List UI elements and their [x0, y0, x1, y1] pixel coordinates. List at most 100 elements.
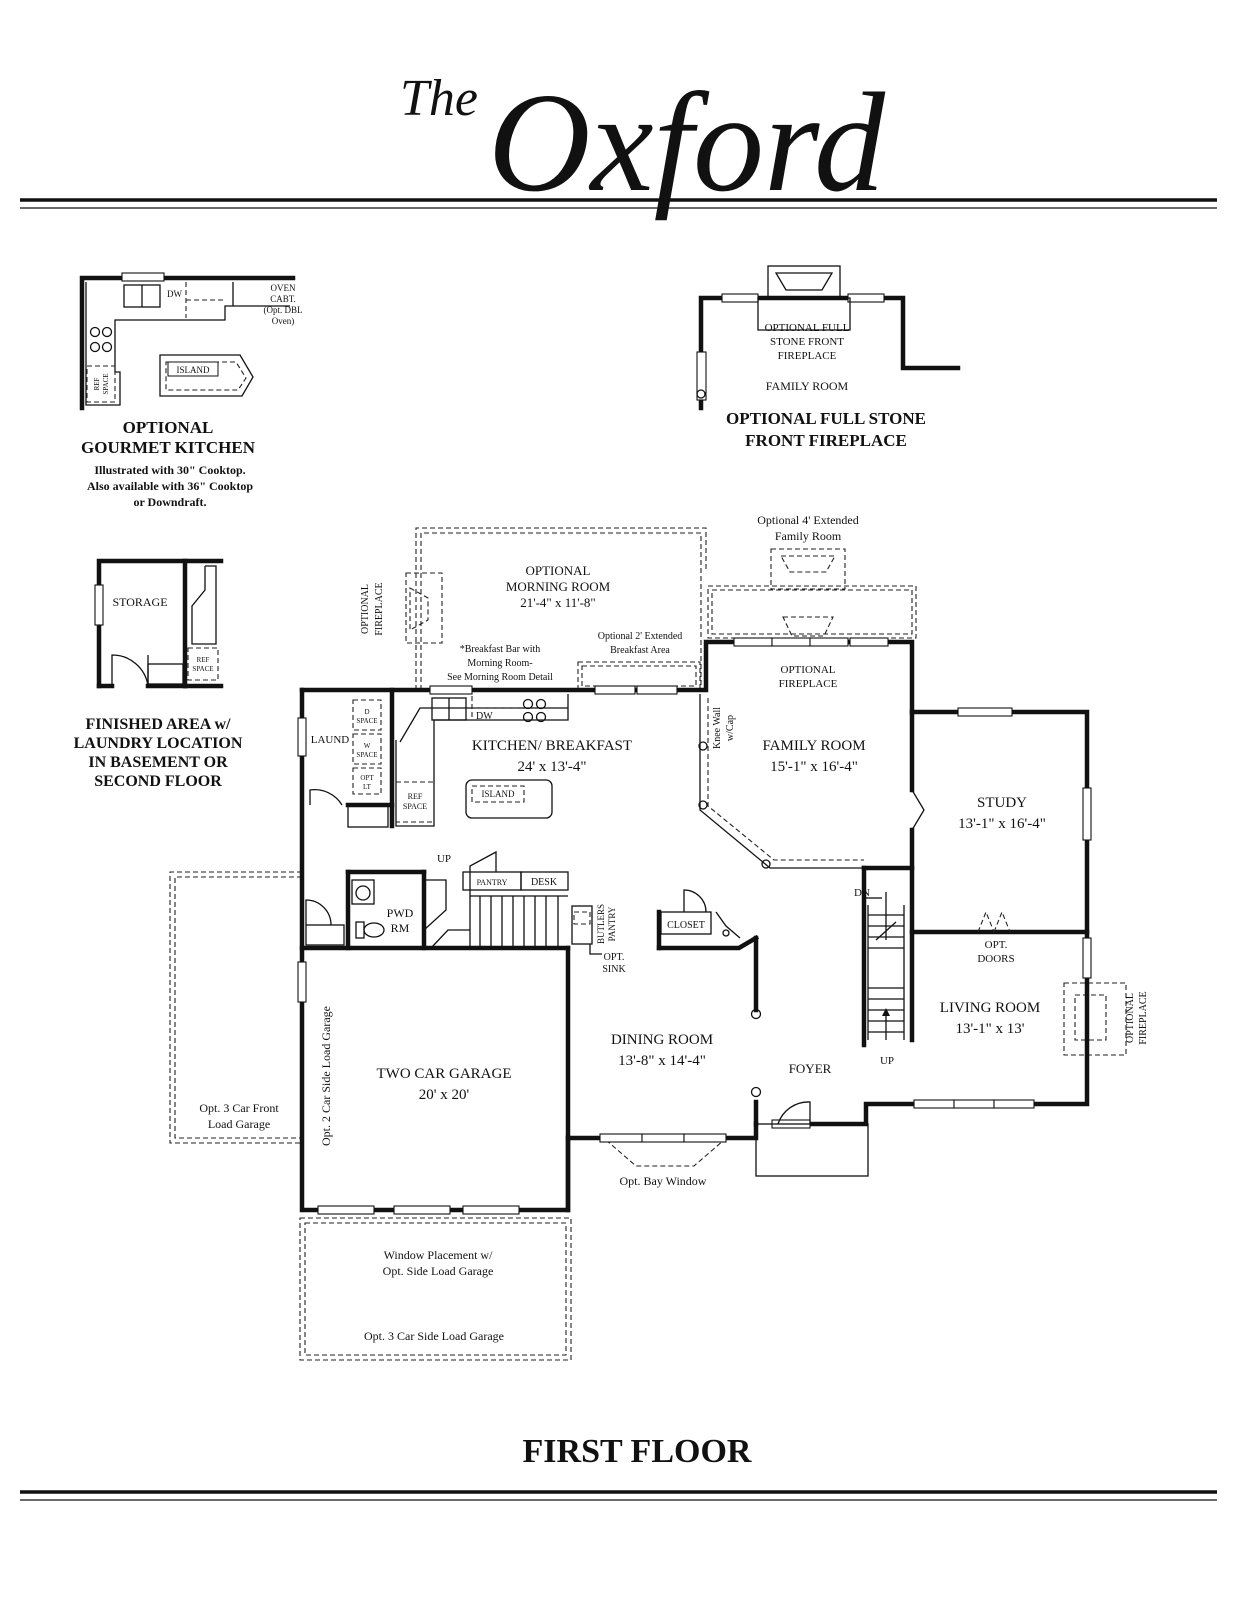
gk-caption-1: OPTIONAL — [123, 418, 214, 437]
opt-fireplace-morning-1: OPTIONAL — [360, 584, 371, 634]
opt3-side-garage: Opt. 3 Car Side Load Garage — [364, 1329, 504, 1343]
kitchen-island — [465, 779, 553, 819]
opt3-side-garage-outline — [299, 1217, 572, 1361]
d-space-2: SPACE — [356, 717, 377, 725]
header: The Oxford — [20, 63, 1217, 221]
opt-fireplace-living-2: FIREPLACE — [1138, 991, 1149, 1044]
opt3-front-2: Load Garage — [208, 1117, 270, 1131]
window-placement-1: Window Placement w/ — [384, 1248, 493, 1262]
opt-fireplace-living-1: OPTIONAL — [1125, 993, 1136, 1043]
gk-oven-1: OVEN — [271, 283, 296, 293]
sf-caption-1: OPTIONAL FULL STONE — [726, 409, 926, 428]
bl-caption-1: FINISHED AREA w/ — [86, 716, 231, 733]
garage-name: TWO CAR GARAGE — [377, 1066, 512, 1082]
kitchen-fixtures: DW REF SPACE ISLAND D SPACE W SPACE OPT … — [309, 694, 569, 828]
pantry-label: PANTRY — [477, 878, 508, 887]
optional-dashed-areas — [169, 527, 1127, 1361]
sf-room: FAMILY ROOM — [766, 379, 849, 393]
closet-label: CLOSET — [667, 920, 705, 931]
ext-breakfast-1: Optional 2' Extended — [598, 631, 683, 642]
morning-room-1: OPTIONAL — [526, 563, 591, 578]
breakfast-bar-3: See Morning Room Detail — [447, 672, 553, 683]
basement-laundry-inset: REF SPACE STORAGE FINISHED AREA w/ LAUND… — [74, 558, 243, 790]
knee-wall-2: w/Cap — [725, 715, 736, 741]
gk-note-1: Illustrated with 30" Cooktop. — [94, 463, 245, 477]
d-space-1: D — [364, 708, 369, 716]
bl-caption-3: IN BASEMENT OR — [88, 754, 228, 771]
living-fireplace-outline — [1063, 982, 1127, 1056]
desk-box — [520, 871, 569, 891]
kitchen-ref-2: SPACE — [403, 802, 427, 811]
morning-room-outline — [415, 527, 707, 690]
bl-caption-4: SECOND FLOOR — [94, 773, 222, 790]
sf-side-window — [696, 351, 707, 401]
gk-oven-4: Oven) — [272, 316, 295, 326]
opt-sink-1: OPT. — [604, 952, 625, 963]
w-space-1: W — [364, 742, 371, 750]
living-room-dims: 13'-1" x 13' — [955, 1021, 1024, 1037]
front-door — [777, 1101, 811, 1125]
cooktop-icon — [522, 698, 534, 710]
bay-window-outline — [605, 1139, 725, 1167]
pwd-sink — [351, 879, 375, 905]
ext-family-outline — [707, 585, 917, 639]
sf-label-1: OPTIONAL FULL — [765, 322, 850, 334]
gk-oven-3: (Opt. DBL — [264, 305, 303, 315]
morning-fireplace-outline — [405, 572, 443, 644]
bl-storage: STORAGE — [112, 595, 167, 609]
window-placement-2: Opt. Side Load Garage — [383, 1264, 494, 1278]
sf-label-3: FIREPLACE — [778, 350, 837, 362]
footer-title: FIRST FLOOR — [523, 1433, 752, 1470]
washer-space — [352, 733, 382, 765]
dining-room-name: DINING ROOM — [611, 1032, 713, 1048]
dining-room-dims: 13'-8" x 14'-4" — [618, 1053, 706, 1069]
opt-lt-2: LT — [363, 783, 372, 791]
opt-sink-2: SINK — [602, 964, 626, 975]
w-space-2: SPACE — [356, 751, 377, 759]
study-double-door — [911, 789, 925, 831]
gk-ref-line2: SPACE — [102, 373, 110, 394]
butlers-pantry-1: BUTLERS — [596, 904, 606, 944]
opt3-front-1: Opt. 3 Car Front — [199, 1101, 279, 1115]
breakfast-bar-2: Morning Room- — [467, 658, 532, 669]
family-room-dims: 15'-1" x 16'-4" — [770, 759, 858, 775]
kitchen-dims: 24' x 13'-4" — [517, 759, 586, 775]
gk-walls — [79, 275, 296, 411]
foyer-label: FOYER — [789, 1061, 832, 1076]
kitchen-island-label: ISLAND — [482, 789, 515, 799]
gk-dw: DW — [167, 289, 182, 299]
gk-caption-2: GOURMET KITCHEN — [81, 438, 256, 457]
footer: FIRST FLOOR — [20, 1433, 1217, 1501]
butlers-pantry — [571, 889, 741, 955]
kitchen-ref-space — [395, 781, 435, 823]
study-name: STUDY — [977, 795, 1027, 811]
gk-note-2: Also available with 36" Cooktop — [87, 479, 253, 493]
living-room-name: LIVING ROOM — [940, 1000, 1040, 1016]
opt-lt-1: OPT — [360, 774, 374, 782]
plan-labels: OPTIONAL MORNING ROOM 21'-4" x 11'-8" OP… — [199, 513, 1149, 1343]
breakfast-bar-1: *Breakfast Bar with — [460, 644, 541, 655]
kitchen-dw: DW — [476, 711, 493, 722]
gk-island-outline — [159, 354, 254, 397]
sf-walls — [698, 295, 961, 411]
morning-room-2: MORNING ROOM — [506, 579, 611, 594]
bl-ref-1: REF — [197, 656, 210, 664]
dn-label: DN — [854, 887, 870, 899]
bl-walls — [96, 558, 224, 689]
knee-wall-1: Knee Wall — [712, 707, 723, 749]
dryer-space — [352, 699, 382, 731]
opt-doors-1: OPT. — [985, 939, 1008, 951]
windows — [297, 637, 1092, 1215]
closet-box — [660, 911, 712, 935]
bl-ref-2: SPACE — [192, 665, 213, 673]
opt-fireplace-morning-2: FIREPLACE — [374, 582, 385, 635]
butlers-pantry-2: PANTRY — [607, 906, 617, 941]
opt3-front-garage-outline — [169, 871, 302, 1144]
up-label-2: UP — [880, 1055, 894, 1067]
ext-breakfast-2: Breakfast Area — [610, 645, 670, 656]
pwd-rm-2: RM — [391, 921, 410, 935]
gk-window — [121, 272, 165, 282]
laundry-tub — [352, 767, 382, 795]
study-dims: 13'-1" x 16'-4" — [958, 816, 1046, 832]
